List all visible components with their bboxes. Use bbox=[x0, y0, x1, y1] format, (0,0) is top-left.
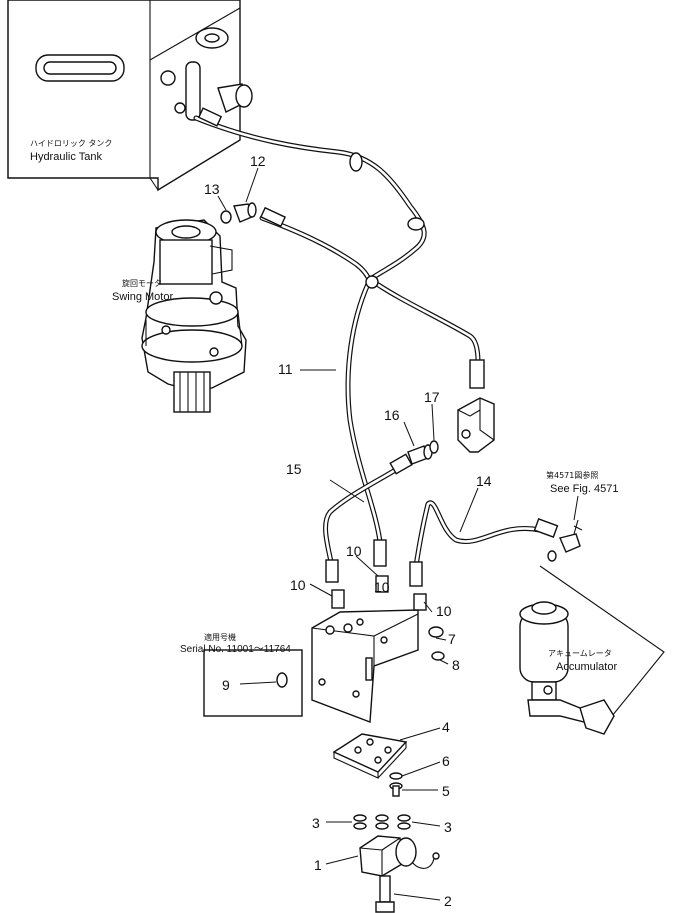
washer-6 bbox=[389, 772, 403, 780]
callout-4: 4 bbox=[442, 719, 450, 735]
accumulator bbox=[519, 565, 665, 735]
elbow-fitting-12 bbox=[233, 202, 257, 223]
callout-13: 13 bbox=[204, 181, 220, 197]
callout-leaders bbox=[217, 167, 479, 901]
control-valve bbox=[457, 397, 495, 453]
see-fig-label: See Fig. 4571 bbox=[550, 483, 619, 495]
washer-8 bbox=[431, 651, 445, 661]
callout-1: 1 bbox=[314, 857, 322, 873]
plate-4 bbox=[332, 733, 408, 779]
callout-3-right: 3 bbox=[444, 819, 452, 835]
o-ring-13 bbox=[220, 210, 232, 224]
nut-7 bbox=[428, 626, 444, 638]
callout-10-b: 10 bbox=[290, 577, 306, 593]
hydraulic-tank-jp-label: ハイドロリック タンク bbox=[30, 139, 112, 148]
plug-9 bbox=[276, 672, 288, 688]
connectors-10 bbox=[331, 575, 427, 611]
callout-10-c: 10 bbox=[374, 579, 390, 595]
callout-2: 2 bbox=[444, 893, 452, 909]
callout-17: 17 bbox=[424, 389, 440, 405]
accumulator-label: Accumulator bbox=[556, 661, 617, 673]
hoses bbox=[193, 107, 559, 587]
callout-10-a: 10 bbox=[346, 543, 362, 559]
accumulator-jp-label: アキュームレータ bbox=[548, 649, 612, 658]
o-rings-3 bbox=[353, 814, 411, 830]
hydraulic-tank bbox=[7, 0, 253, 192]
callout-10-d: 10 bbox=[436, 603, 452, 619]
callout-5: 5 bbox=[442, 783, 450, 799]
callout-8: 8 bbox=[452, 657, 460, 673]
callout-12: 12 bbox=[250, 153, 266, 169]
fitting-16 bbox=[407, 444, 433, 465]
solenoid-valve-1 bbox=[359, 835, 440, 877]
callout-3-left: 3 bbox=[312, 815, 320, 831]
serial-label: Serial No. 11001～11764 bbox=[180, 644, 291, 655]
callout-14: 14 bbox=[476, 473, 492, 489]
callout-7: 7 bbox=[448, 631, 456, 647]
callout-11: 11 bbox=[278, 361, 293, 377]
swing-motor-jp-label: 旋回モータ bbox=[122, 278, 162, 288]
swing-motor bbox=[141, 219, 247, 413]
callout-9: 9 bbox=[222, 677, 230, 693]
callout-15: 15 bbox=[286, 461, 302, 477]
swing-motor-label: Swing Motor bbox=[112, 291, 173, 303]
o-ring-17 bbox=[429, 440, 439, 454]
serial-jp-label: 適用号機 bbox=[204, 632, 236, 642]
accumulator-fitting bbox=[547, 519, 583, 562]
callout-6: 6 bbox=[442, 753, 450, 769]
bolt-2 bbox=[375, 875, 395, 913]
screw-5 bbox=[389, 782, 403, 797]
hydraulic-tank-label: Hydraulic Tank bbox=[30, 151, 102, 163]
callout-16: 16 bbox=[384, 407, 400, 423]
see-fig-jp-label: 第4571図参照 bbox=[546, 470, 598, 480]
manifold-block bbox=[311, 609, 419, 723]
